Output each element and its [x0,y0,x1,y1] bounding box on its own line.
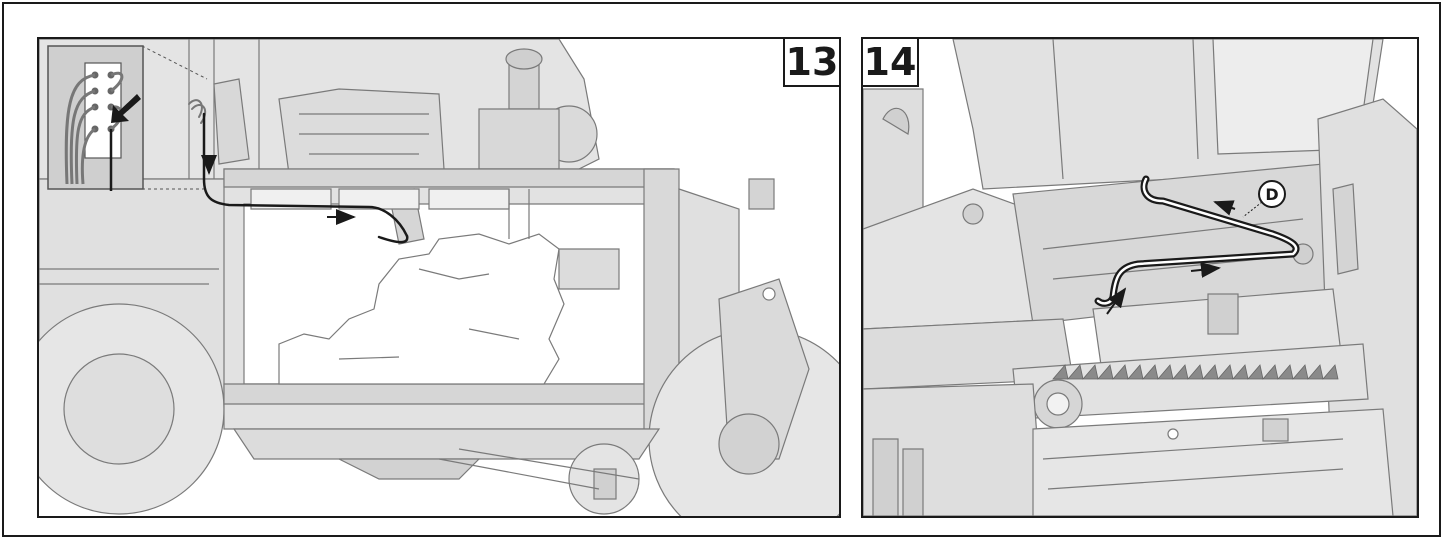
hose-route-13 [188,99,409,244]
figure-13-panel: 13 [37,37,841,518]
flow-arrow-up [1106,287,1127,315]
engine-block [278,233,565,385]
mirror [748,178,775,210]
connector-inset [47,45,208,191]
knife-teeth [1052,364,1339,380]
engine-cover [278,88,445,175]
flow-arrow-right-14 [1190,261,1221,278]
callout-d: D [1242,180,1286,218]
figure-14-illustration: D [863,39,1417,516]
inset-pointer-arrow [111,94,141,123]
figure-number-14: 14 [863,39,919,87]
figure-number-13: 13 [783,39,839,87]
callout-d-label: D [1265,185,1278,204]
figure-13-illustration [39,39,839,516]
flow-arrow-left [1213,200,1236,216]
figure-14-panel: D 14 [861,37,1419,518]
